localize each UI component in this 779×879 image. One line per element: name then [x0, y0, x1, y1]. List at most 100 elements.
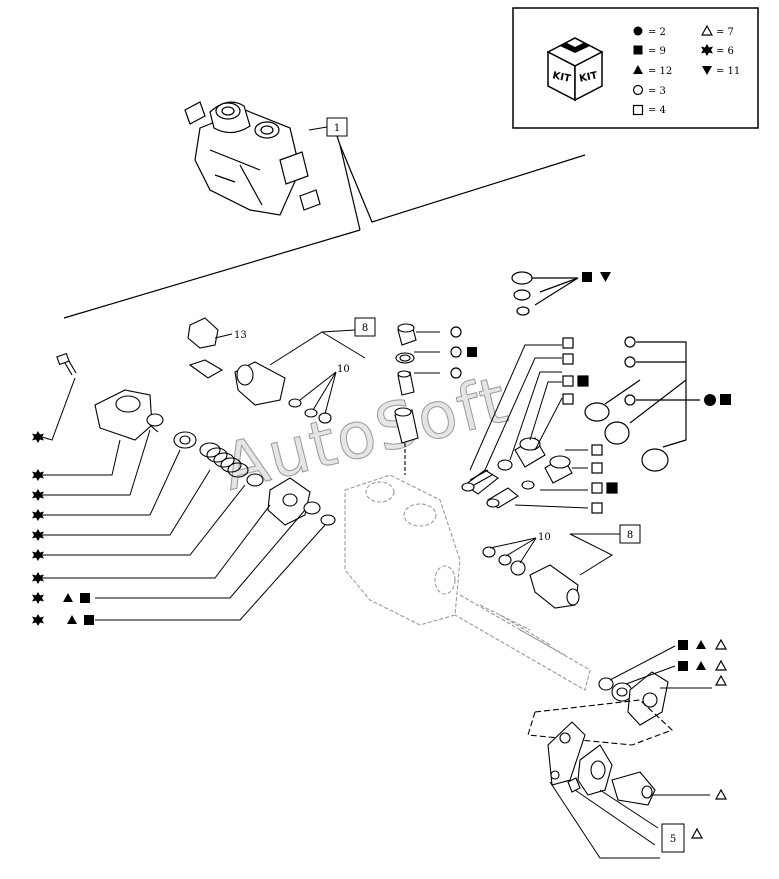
filled-square-icon [80, 593, 90, 603]
open-circle-icon [450, 367, 462, 379]
bolt-part [56, 352, 77, 376]
filled-square-icon [633, 45, 643, 55]
star-icon [32, 529, 44, 541]
filled-square-icon [606, 482, 618, 494]
ref-10-top-label: 10 [337, 364, 350, 375]
filled-square-icon [84, 615, 94, 625]
open-square-icon [562, 353, 574, 365]
filled-triangle-icon [67, 615, 77, 624]
filled-square-icon [582, 272, 592, 282]
o-ring-part [288, 398, 302, 408]
left-symbols [32, 431, 94, 626]
legend-text-filled-triangle: = 12 [648, 66, 672, 77]
o-ring-part [482, 546, 496, 558]
assembled-valve-illustration [184, 101, 321, 216]
spring-seat-part [146, 413, 164, 427]
filled-square-icon [678, 661, 688, 671]
open-triangle-icon [714, 674, 728, 686]
star-icon [701, 44, 713, 56]
filled-triangle-icon [633, 65, 643, 74]
center-leader-lines [414, 331, 440, 374]
open-circle-icon [624, 336, 636, 348]
open-triangle-icon [690, 827, 704, 839]
open-square-icon [562, 393, 574, 405]
filled-square-icon [720, 394, 731, 405]
filled-square-icon [467, 347, 477, 357]
o-ring-part-a [303, 501, 321, 515]
ref-5-label: 5 [670, 834, 676, 845]
center-symbols [450, 326, 477, 379]
end-seal-leaders [609, 645, 712, 689]
right-spool-parts [461, 437, 573, 509]
legend-text-open-square: = 4 [648, 105, 666, 116]
open-circle-icon [632, 84, 644, 96]
right-leader-lines [469, 344, 589, 509]
lever-leaders [549, 781, 710, 859]
filled-circle-icon [704, 394, 716, 406]
open-circle-icon [624, 394, 636, 406]
open-triangle-icon [714, 638, 728, 650]
kit-label-right: KIT [578, 70, 598, 85]
star-icon [32, 469, 44, 481]
end-seal-symbols [678, 638, 728, 686]
end-seal-parts [527, 671, 674, 746]
ref-1-label: 1 [334, 123, 340, 134]
o-ring-part [318, 412, 332, 424]
open-circle-icon [624, 356, 636, 368]
legend-text-filled-triangle-down: = 11 [716, 66, 740, 77]
open-triangle-icon [714, 659, 728, 671]
ref-10-bottom-label: 10 [538, 532, 551, 543]
lever-assembly [547, 721, 656, 806]
legend-text-star: = 6 [716, 46, 734, 57]
filled-triangle-icon [696, 661, 706, 670]
open-circle-icon [450, 326, 462, 338]
open-square-icon [632, 104, 644, 116]
ref-13-label: 13 [234, 330, 247, 341]
o-ring-part [510, 560, 526, 576]
ref-1-callout: 1 [63, 117, 586, 319]
center-vertical-parts [394, 323, 419, 475]
legend-text-open-circle: = 3 [648, 86, 666, 97]
ref-5-callout: 5 [661, 823, 704, 853]
legend-text-filled-square: = 9 [648, 46, 666, 57]
o-ring-part [521, 480, 535, 490]
star-icon [32, 592, 44, 604]
filled-triangle-down-icon [600, 272, 611, 282]
filled-circle-icon [633, 26, 643, 36]
kit-box-icon: KIT KIT [546, 37, 604, 102]
ref-8-top-label: 8 [362, 323, 368, 334]
ref-8-top-callout: 8 10 [269, 317, 376, 415]
left-parts [56, 317, 336, 526]
star-icon [32, 549, 44, 561]
o-ring-part [498, 554, 512, 566]
star-icon [32, 572, 44, 584]
washer-part [246, 473, 264, 487]
star-icon [32, 431, 44, 443]
mounting-plate-part [547, 721, 586, 786]
kit-legend: KIT KIT = 2 = 9 = 12 = 3 = 4 = 7 = 6 = 1… [512, 7, 759, 129]
right-symbols [562, 337, 618, 514]
relief-cartridge-bottom [482, 546, 580, 609]
open-square-icon [591, 462, 603, 474]
open-square-icon [591, 444, 603, 456]
valve-body-ghost [344, 474, 591, 691]
o-ring-part [497, 459, 513, 471]
spring-part [199, 442, 249, 478]
left-leader-lines [41, 333, 326, 621]
open-square-icon [591, 482, 603, 494]
ref-8-bottom-callout: 8 10 [489, 524, 641, 576]
o-ring-part [598, 677, 614, 691]
kit-label-left: KIT [551, 70, 571, 85]
open-triangle-icon [700, 24, 714, 36]
filled-triangle-icon [696, 640, 706, 649]
legend-text-open-triangle: = 7 [716, 27, 734, 38]
o-ring-group-right [584, 336, 700, 472]
ref-8-bottom-label: 8 [627, 530, 633, 541]
screw-part [567, 777, 581, 793]
filled-square-icon [577, 375, 589, 387]
relief-cartridge-top [234, 361, 332, 424]
open-triangle-icon [714, 788, 728, 800]
star-icon [32, 509, 44, 521]
filled-triangle-down-icon [702, 66, 712, 75]
